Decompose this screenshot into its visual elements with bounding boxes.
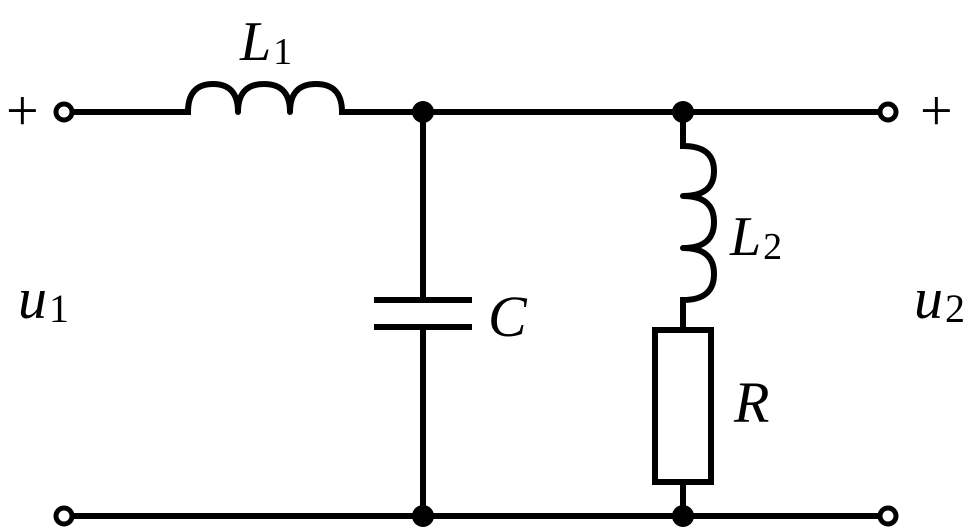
output-plus-sign: +	[920, 78, 953, 143]
input-plus-sign: +	[6, 78, 39, 143]
label-l2: L2	[729, 206, 782, 268]
label-l1-main: L	[239, 11, 271, 73]
terminal-input-top	[53, 101, 75, 123]
label-l1-sub: 1	[273, 31, 292, 73]
junction-node-bottom-cap	[412, 505, 434, 527]
inductor-l1	[185, 81, 345, 115]
junction-node-top-cap	[412, 101, 434, 123]
terminal-output-bottom	[877, 505, 899, 527]
junction-node-top-rl	[672, 101, 694, 123]
terminal-input-bottom	[53, 505, 75, 527]
label-c: C	[488, 284, 528, 349]
label-u2: u2	[914, 266, 965, 331]
label-l2-main: L	[729, 206, 761, 268]
inductor-l2	[680, 143, 717, 303]
label-u1: u1	[18, 266, 69, 331]
label-u1-main: u	[18, 266, 47, 331]
label-u1-sub: 1	[49, 286, 69, 331]
label-l1: L1	[239, 11, 292, 73]
label-l2-sub: 2	[763, 226, 782, 268]
terminal-output-top	[877, 101, 899, 123]
label-u2-sub: 2	[945, 286, 965, 331]
label-r: R	[733, 370, 769, 435]
junction-node-bottom-rl	[672, 505, 694, 527]
label-u2-main: u	[914, 266, 943, 331]
resistor-r	[652, 327, 714, 485]
